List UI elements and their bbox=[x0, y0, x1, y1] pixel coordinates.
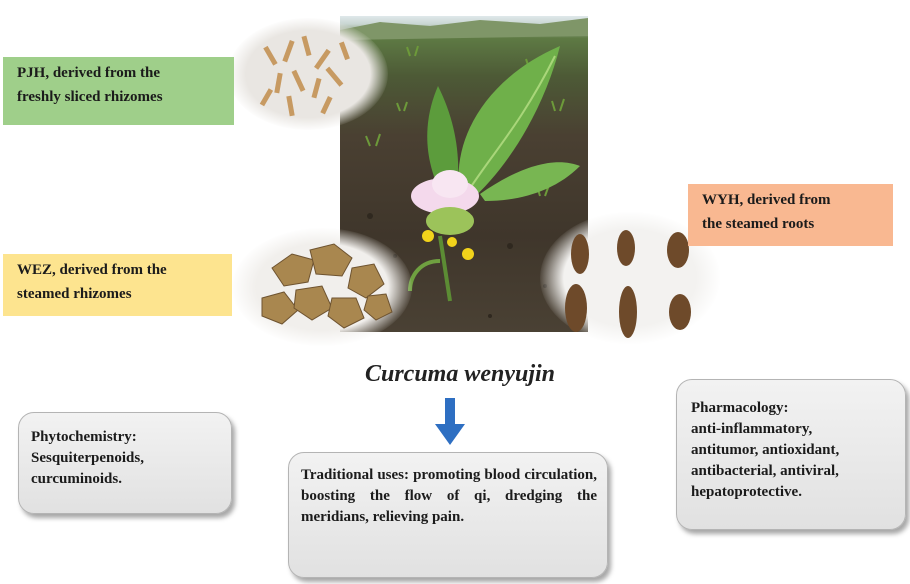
pharmacology-heading: Pharmacology: bbox=[691, 400, 789, 416]
wez-label-line-1: WEZ, derived from the bbox=[17, 262, 167, 278]
curcuma-plant-illustration bbox=[340, 18, 588, 318]
species-name: Curcuma wenyujin bbox=[364, 361, 556, 387]
rhizome-slices-illustration bbox=[259, 35, 350, 117]
traditional-uses-box: Traditional uses: promoting blood circul… bbox=[288, 452, 608, 578]
pharmacology-line-4: antibacterial, antiviral, bbox=[691, 463, 839, 479]
phytochemistry-heading: Phytochemistry: bbox=[31, 429, 137, 445]
steamed-rhizomes-photo bbox=[232, 228, 412, 346]
wyh-label-box: WYH, derived from the steamed roots bbox=[688, 184, 893, 246]
pjh-label-line-1: PJH, derived from the bbox=[17, 65, 161, 81]
down-arrow-icon bbox=[435, 398, 465, 445]
wyh-label-line-1: WYH, derived from bbox=[702, 192, 831, 208]
phytochemistry-line-3: curcuminoids. bbox=[31, 471, 122, 487]
sliced-rhizomes-photo bbox=[228, 18, 388, 130]
pharmacology-line-5: hepatoprotective. bbox=[691, 484, 802, 500]
traditional-uses-text: Traditional uses: promoting blood circul… bbox=[301, 467, 597, 525]
pjh-label-line-2: freshly sliced rhizomes bbox=[17, 89, 163, 105]
steamed-rhizome-pieces-illustration bbox=[261, 243, 393, 329]
wez-label-box: WEZ, derived from the steamed rhizomes bbox=[3, 254, 232, 316]
pharmacology-line-3: antitumor, antioxidant, bbox=[691, 442, 840, 458]
pjh-label-box: PJH, derived from the freshly sliced rhi… bbox=[3, 57, 234, 125]
pharmacology-line-2: anti-inflammatory, bbox=[691, 421, 813, 437]
pharmacology-box: Pharmacology: anti-inflammatory, antitum… bbox=[676, 379, 906, 530]
phytochemistry-line-2: Sesquiterpenoids, bbox=[31, 450, 144, 466]
steamed-root-pieces-illustration bbox=[565, 230, 691, 338]
wyh-label-line-2: the steamed roots bbox=[702, 216, 815, 232]
phytochemistry-box: Phytochemistry: Sesquiterpenoids, curcum… bbox=[18, 412, 232, 514]
wez-label-line-2: steamed rhizomes bbox=[17, 286, 132, 302]
